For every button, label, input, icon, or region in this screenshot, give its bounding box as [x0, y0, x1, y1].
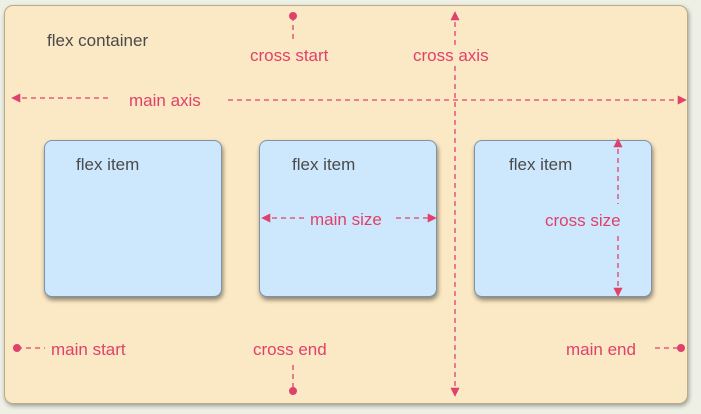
- flex-item-3-label: flex item: [509, 155, 573, 174]
- flex-item-2-label: flex item: [292, 155, 356, 174]
- main-axis-label: main axis: [129, 91, 201, 110]
- flex-item-1-label: flex item: [76, 155, 140, 174]
- main-end-label: main end: [566, 340, 636, 359]
- cross-end-label: cross end: [253, 340, 327, 359]
- flex-container-title: flex container: [47, 31, 149, 50]
- cross-start-label: cross start: [250, 46, 329, 65]
- cross-size-label: cross size: [545, 211, 621, 230]
- main-start-label: main start: [51, 340, 126, 359]
- flex-item-3: [474, 140, 652, 297]
- flex-item-1: [44, 140, 222, 297]
- main-size-label: main size: [310, 210, 382, 229]
- cross-axis-label: cross axis: [413, 46, 489, 65]
